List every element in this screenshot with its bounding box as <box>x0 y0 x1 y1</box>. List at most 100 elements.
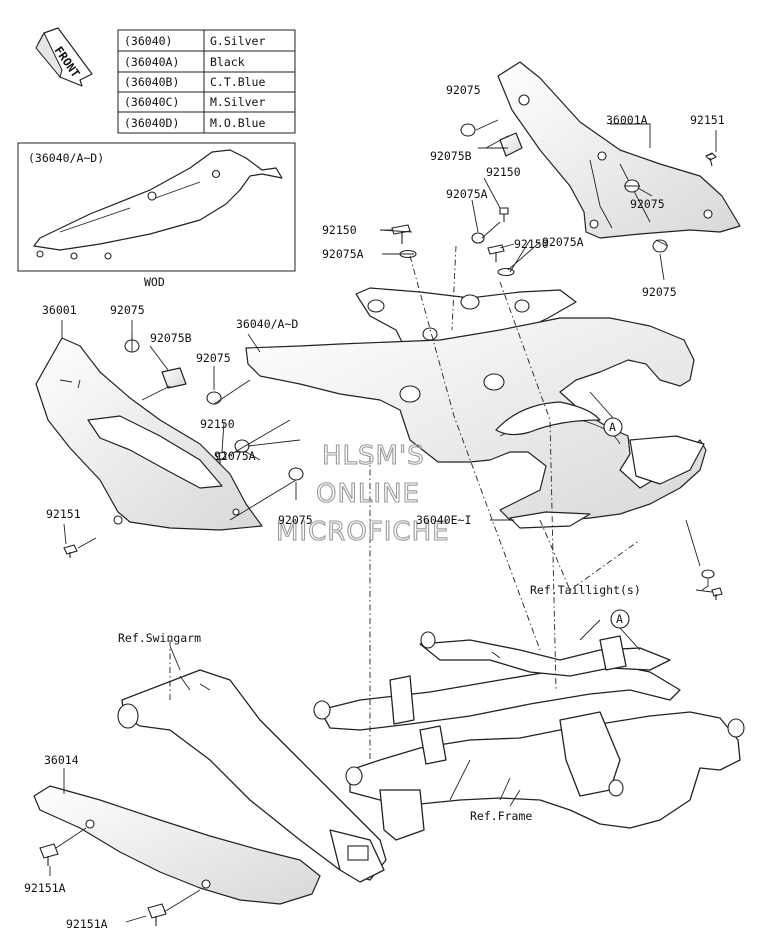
inset-mount-hole <box>211 169 221 179</box>
part-number-label: 92151 <box>46 507 81 521</box>
part-number-label: 92075A <box>542 235 584 249</box>
bolt-icon <box>39 843 59 866</box>
color-table-color: G.Silver <box>210 34 265 48</box>
right-cover-shape <box>497 61 741 239</box>
color-table-color: M.O.Blue <box>210 116 265 130</box>
cover-mount-hole <box>589 219 599 229</box>
color-table-code: (36040D) <box>124 116 179 130</box>
watermark: HLSM'S ONLINE MICROFICHE <box>275 440 450 547</box>
cowl-mount-hole <box>514 299 530 313</box>
frame-tube-end <box>727 718 745 738</box>
front-arrow-icon: FRONT <box>35 27 93 87</box>
watermark-line: HLSM'S <box>322 441 425 471</box>
part-number-label: 36040/A~D <box>236 317 298 331</box>
part-number-label: 92151A <box>66 917 108 931</box>
frame-tube-end <box>313 700 331 720</box>
right-cover-36001a <box>497 61 741 239</box>
part-number-label: 92075 <box>196 351 231 365</box>
color-table-color: C.T.Blue <box>210 75 265 89</box>
screw-icon <box>215 451 227 464</box>
grommet-icon <box>471 232 485 244</box>
frame-tube-end <box>420 631 436 649</box>
part-number-label: 92075 <box>630 197 665 211</box>
reference-label: Ref.Frame <box>470 809 532 823</box>
reference-label: Ref.Swingarm <box>118 631 201 645</box>
grommet-icon <box>288 467 304 481</box>
left-cover-36001 <box>35 337 263 531</box>
tail-cowl-opening <box>495 401 601 436</box>
inset-mount-hole <box>147 191 157 201</box>
cover-mount-hole <box>597 151 607 161</box>
color-table-code: (36040A) <box>124 55 179 69</box>
part-number-label: 92075A <box>446 187 488 201</box>
inset-cover-detail <box>59 181 201 233</box>
part-number-label: 92075B <box>150 331 192 345</box>
left-cover-vent <box>87 415 223 489</box>
part-number-label: 92075 <box>110 303 145 317</box>
inset-caption: WOD <box>144 275 165 289</box>
grommet-icon <box>206 391 222 405</box>
leader-lines <box>49 123 717 923</box>
screw-icon <box>705 152 717 167</box>
part-number-label: 36001 <box>42 303 77 317</box>
swingarm-shape <box>121 669 387 881</box>
cowl-mount-hole <box>422 327 438 341</box>
reference-label: Ref.Taillight(s) <box>530 583 641 597</box>
tail-cowl-shape <box>245 317 707 523</box>
callout-a: A A <box>589 391 641 651</box>
part-number-label: 92075 <box>642 285 677 299</box>
part-number-label: 92075A <box>322 247 364 261</box>
pad-icon <box>499 132 523 157</box>
inset-mount-tab <box>70 252 78 260</box>
frame-tube-end <box>608 779 624 797</box>
color-table-code: (36040C) <box>124 95 179 109</box>
chain-guard-shape <box>33 785 321 905</box>
reference-lines <box>169 245 641 760</box>
taillight-cover-36040e <box>509 511 591 529</box>
part-number-label: 36001A <box>606 113 648 127</box>
bolt-icon <box>147 903 167 926</box>
swingarm-ref <box>117 669 387 883</box>
inset-mount-tab <box>36 250 44 258</box>
part-number-label: 36040E~I <box>416 513 471 527</box>
part-number-label: 92075 <box>278 513 313 527</box>
swingarm-pivot <box>117 703 139 729</box>
frame-ref <box>313 619 745 841</box>
inset-label: (36040/A~D) <box>28 151 104 165</box>
part-number-label: 92150 <box>322 223 357 237</box>
grommet-icon <box>497 267 515 277</box>
screw-icon <box>711 587 723 600</box>
screw-icon <box>63 544 78 558</box>
cowl-mount-hole <box>399 385 421 403</box>
part-number-label: 92075A <box>214 449 256 463</box>
watermark-line: ONLINE <box>316 479 420 509</box>
screw-icon <box>487 244 505 262</box>
swingarm-slot <box>347 845 369 861</box>
color-table-color: M.Silver <box>210 95 265 109</box>
pad-icon <box>161 367 187 389</box>
color-table-code: (36040B) <box>124 75 179 89</box>
chain-guard-mount <box>201 879 211 889</box>
taillight-hardware <box>685 519 723 600</box>
grommet-icon <box>460 123 476 137</box>
part-number-label: 92151A <box>24 881 66 895</box>
watermark-line: MICROFICHE <box>276 517 450 547</box>
frame-bracket <box>389 635 627 765</box>
part-number-label: 92151 <box>690 113 725 127</box>
cover-mount-hole <box>113 515 123 525</box>
callout-a-label: A <box>609 420 616 434</box>
part-number-label: 92150 <box>200 417 235 431</box>
hardware-right <box>379 119 717 277</box>
frame-lower-bracket <box>379 789 425 841</box>
inset-variant-box: (36040/A~D) WOD <box>17 142 296 289</box>
color-table-color: Black <box>210 55 245 69</box>
part-number-label: 36014 <box>44 753 79 767</box>
tail-cowl-assembly <box>245 287 707 529</box>
cover-mount-hole <box>703 209 713 219</box>
frame-tube-end <box>345 766 363 786</box>
cowl-mount-hole <box>367 299 385 313</box>
chain-guard-mount <box>85 819 95 829</box>
part-number-label: 92075B <box>430 149 472 163</box>
